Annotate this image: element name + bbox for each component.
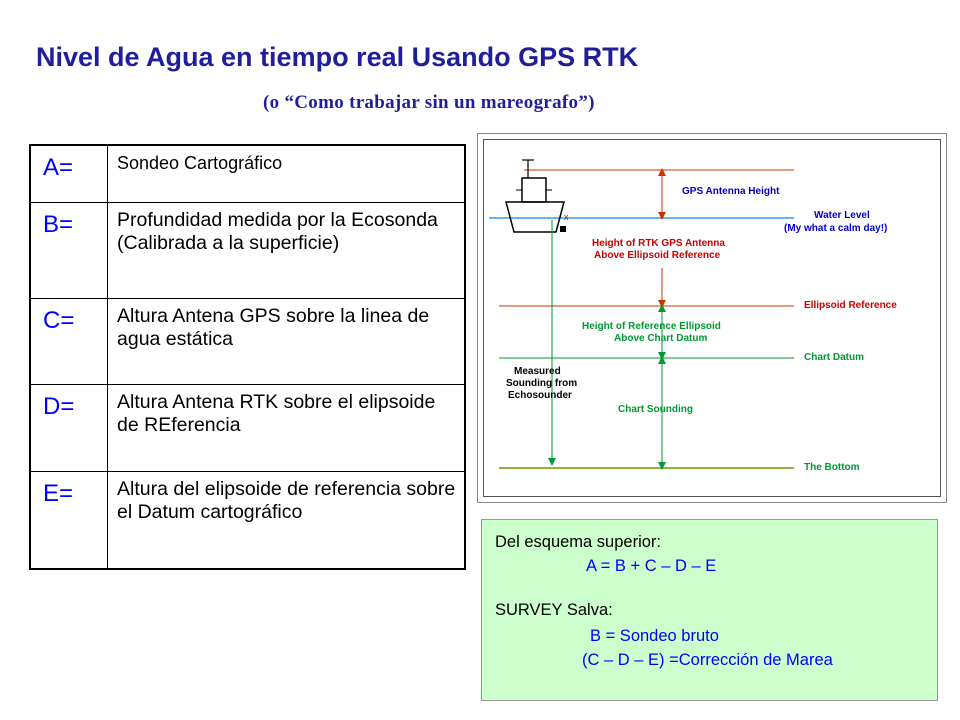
table-row: A= Sondeo Cartográfico [29, 144, 466, 203]
ref-height-label-2: Above Chart Datum [614, 333, 707, 344]
measured-label-3: Echosounder [508, 390, 572, 401]
formula-heading-1: Del esquema superior: [495, 533, 661, 551]
chart-sounding-label: Chart Sounding [618, 404, 693, 415]
definitions-table: A= Sondeo Cartográfico B= Profundidad me… [29, 144, 466, 570]
definition-key: D= [29, 383, 108, 472]
chart-datum-label: Chart Datum [804, 352, 864, 363]
ref-height-label-1: Height of Reference Ellipsoid [582, 321, 721, 332]
bottom-label: The Bottom [804, 462, 860, 473]
gps-antenna-height-label: GPS Antenna Height [682, 186, 780, 197]
formula-1: A = B + C – D – E [586, 557, 717, 575]
rtk-height-label-1: Height of RTK GPS Antenna [592, 238, 725, 249]
rtk-diagram: x GPS Antenna Height Water Level (My wha… [489, 159, 897, 473]
formula-box: Del esquema superior: A = B + C – D – E … [481, 519, 938, 701]
table-row: B= Profundidad medida por la Ecosonda (C… [29, 201, 466, 299]
formula-3: (C – D – E) =Corrección de Marea [582, 651, 833, 669]
definition-key: C= [29, 297, 108, 385]
table-row: C= Altura Antena GPS sobre la linea de a… [29, 297, 466, 385]
water-level-label: Water Level [814, 210, 870, 221]
table-row: D= Altura Antena RTK sobre el elipsoide … [29, 383, 466, 472]
rtk-height-label-2: Above Ellipsoid Reference [594, 250, 721, 261]
table-row: E= Altura del elipsoide de referencia so… [29, 470, 466, 570]
definition-key: B= [29, 201, 108, 299]
definition-key: E= [29, 470, 108, 570]
measured-label-2: Sounding from [506, 378, 577, 389]
page-subtitle: (o “Como trabajar sin un mareografo”) [263, 92, 595, 113]
definition-key: A= [29, 144, 108, 203]
definition-value: Altura del elipsoide de referencia sobre… [107, 470, 466, 570]
definition-value: Profundidad medida por la Ecosonda (Cali… [107, 201, 466, 299]
diagram-panel: x GPS Antenna Height Water Level (My wha… [483, 139, 941, 497]
definition-value: Altura Antena RTK sobre el elipsoide de … [107, 383, 466, 472]
measured-label-1: Measured [514, 366, 561, 377]
definition-value: Sondeo Cartográfico [107, 144, 466, 203]
transducer-icon [560, 226, 566, 232]
x-mark: x [564, 212, 569, 222]
diagram-frame: x GPS Antenna Height Water Level (My wha… [477, 133, 947, 503]
boat-icon [505, 159, 565, 233]
water-level-note: (My what a calm day!) [784, 223, 887, 234]
ellipsoid-reference-label: Ellipsoid Reference [804, 300, 897, 311]
formula-2: B = Sondeo bruto [590, 627, 719, 645]
formula-heading-2: SURVEY Salva: [495, 601, 613, 619]
definition-value: Altura Antena GPS sobre la linea de agua… [107, 297, 466, 385]
page-title: Nivel de Agua en tiempo real Usando GPS … [36, 42, 639, 72]
